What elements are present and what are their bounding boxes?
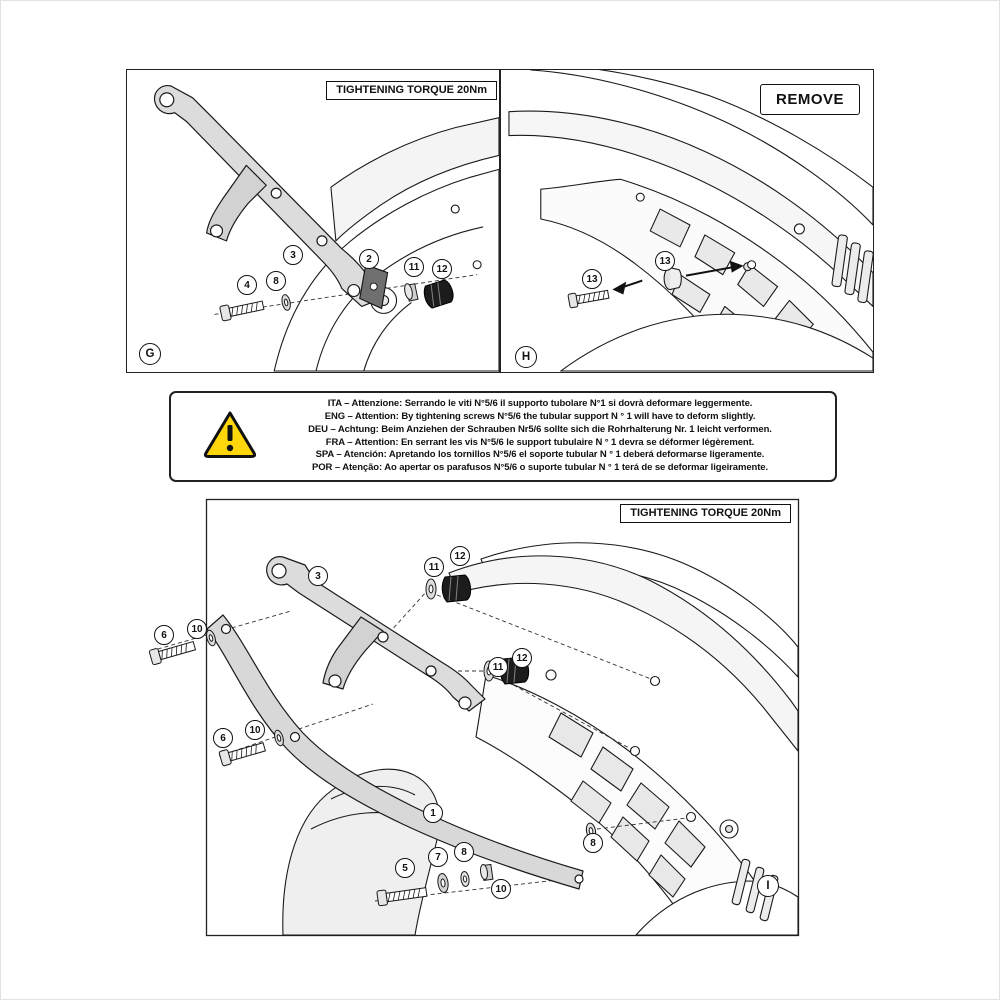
washer-10a (206, 629, 216, 647)
spacer-11 (404, 283, 419, 302)
callout-8: 8 (454, 842, 474, 862)
bushing-12a (441, 574, 472, 603)
tubular-support-1 (206, 614, 584, 890)
warning-line: FRA – Attention: En serrant les vis N°5/… (325, 436, 755, 448)
cap-13 (663, 267, 682, 291)
callout-11: 11 (404, 257, 424, 277)
warning-line: POR – Atenção: Ao apertar os parafusos N… (312, 462, 768, 474)
diagram-i-art (148, 498, 800, 937)
panel-letter-h: H (515, 346, 537, 368)
remove-arrow-screw (612, 279, 643, 295)
callout-2: 2 (359, 249, 379, 269)
callout-11: 11 (488, 657, 508, 677)
warning-line: SPA – Atención: Apretando los tornillos … (315, 449, 765, 461)
panel-i: TIGHTENING TORQUE 20Nm I (131, 498, 801, 937)
diagram-g-art (153, 85, 499, 372)
panel-g: TIGHTENING TORQUE 20Nm G (126, 69, 500, 373)
panel-letter-i: I (757, 875, 779, 897)
callout-12: 12 (512, 648, 532, 668)
rack-plate (266, 556, 486, 712)
callout-13: 13 (655, 251, 675, 271)
bushing-12 (423, 279, 454, 309)
callout-3: 3 (283, 245, 303, 265)
diagram-h-art (508, 70, 873, 372)
callout-11: 11 (424, 557, 444, 577)
washer-10b (274, 729, 284, 747)
warning-line: DEU – Achtung: Beim Anziehen der Schraub… (308, 423, 772, 435)
washer-8a (460, 871, 470, 887)
spacer-11a (425, 578, 437, 600)
torque-label-i: TIGHTENING TORQUE 20Nm (620, 504, 791, 523)
panel-h: REMOVE H (500, 69, 874, 373)
screw-6b (218, 742, 267, 767)
callout-13: 13 (582, 269, 602, 289)
warning-text: ITA – Attenzione: Serrando le viti N°5/6… (257, 398, 835, 475)
warning-line: ENG – Attention: By tightening screws N°… (324, 410, 756, 422)
panel-letter-g: G (139, 343, 161, 365)
remove-label: REMOVE (759, 84, 860, 115)
screw-4 (219, 300, 265, 322)
screw-13 (567, 289, 610, 309)
callout-1: 1 (423, 803, 443, 823)
callout-12: 12 (432, 259, 452, 279)
tail-assembly (448, 542, 799, 936)
callout-4: 4 (237, 275, 257, 295)
remove-arrow-cap (685, 260, 757, 277)
screw-6a (148, 640, 197, 666)
callout-10: 10 (245, 720, 265, 740)
warning-box: ITA – Attenzione: Serrando le viti N°5/6… (169, 391, 837, 482)
bracket-2 (359, 263, 389, 310)
callout-7: 7 (428, 847, 448, 867)
warning-triangle-icon (203, 410, 257, 463)
callout-10: 10 (187, 619, 207, 639)
screw-5 (376, 887, 428, 907)
callout-10: 10 (491, 879, 511, 899)
callout-8: 8 (583, 833, 603, 853)
callout-8: 8 (266, 271, 286, 291)
callout-5: 5 (395, 858, 415, 878)
spacer-10c (479, 863, 494, 882)
callout-3: 3 (308, 566, 328, 586)
callout-6: 6 (154, 625, 174, 645)
warning-line: ITA – Attenzione: Serrando le viti N°5/6… (327, 398, 753, 410)
tail-frame (508, 70, 873, 372)
torque-label-g: TIGHTENING TORQUE 20Nm (326, 81, 497, 100)
washer-8 (281, 294, 291, 311)
rack-plate (153, 85, 383, 308)
washer-7 (437, 873, 449, 893)
callout-6: 6 (213, 728, 233, 748)
callout-12: 12 (450, 546, 470, 566)
